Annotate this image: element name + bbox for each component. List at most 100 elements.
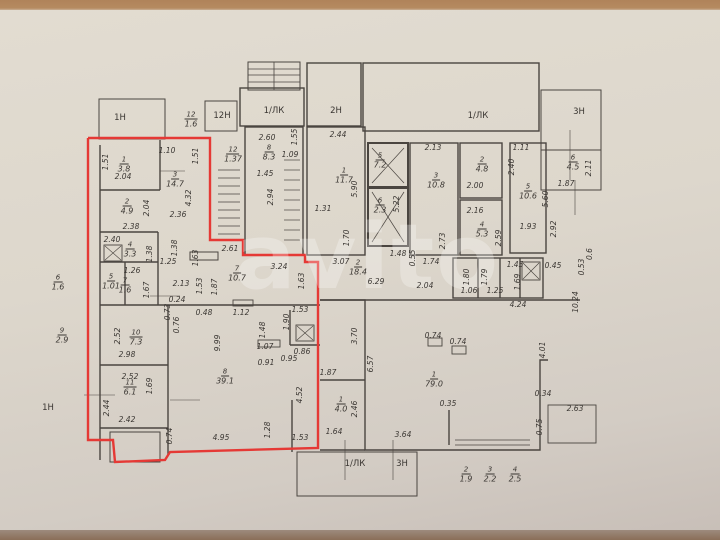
room-area: 1.6 [184,119,198,129]
dimension-label: 1.53 [291,433,309,442]
dimension-label: 1.63 [191,249,200,267]
dimension-label: 1.11 [512,143,530,152]
dimension-label: 1.53 [195,277,204,295]
dimension-label: 2.44 [329,130,347,139]
dimension-label: 6.57 [366,355,375,373]
room-area: 2.2 [483,474,497,484]
room-area: 1.6 [51,282,65,292]
room-number: 2 [122,197,132,207]
room-number: 2 [353,258,363,268]
dimension-label: 0.76 [172,316,181,334]
room-area: 2.9 [55,335,69,345]
dimension-label: 2.59 [494,229,503,247]
dimension-label: 1.90 [282,313,291,331]
room-area: 10.7 [228,273,246,283]
dimension-label: 1.87 [319,368,337,377]
dimension-label: 2.92 [549,220,558,238]
room-number: 1 [429,370,439,380]
room-number: 8 [264,143,274,153]
dimension-label: 1.67 [142,281,151,299]
dimension-label: 2.98 [118,350,136,359]
room-number: 6 [375,196,385,206]
dimension-label: 0.95 [280,354,298,363]
room-number: 12 [184,110,198,120]
room-area: 7.2 [373,160,387,170]
dimension-label: 2.40 [507,158,516,176]
room-area: 4.0 [334,404,348,414]
unit-label: 1Н [42,403,54,413]
dimension-label: 2.73 [438,232,447,250]
dimension-label: 0.73 [163,303,172,321]
room-number: 1 [339,166,349,176]
room-area: 10.8 [427,180,445,190]
dimension-label: 1.31 [314,204,332,213]
dimension-label: 1.69 [513,273,522,291]
dimension-label: 0.35 [439,399,457,408]
dimension-label: 1.07 [256,342,274,351]
room-area: 1.01 [102,281,120,291]
dimension-label: 0.75 [535,418,544,436]
unit-label: 1/ЛК [467,111,489,121]
dimension-label: 10.24 [571,291,580,313]
dimension-label: 2.13 [424,143,442,152]
room-area: 11.7 [335,175,353,185]
room-area: 2.5 [508,474,522,484]
dimension-label: 1.69 [145,377,154,395]
room-area: 3.8 [117,164,131,174]
dimension-label: 0.55 [408,249,417,267]
dimension-label: 0.45 [544,261,562,270]
room-area: 39.1 [216,376,234,386]
dimension-label: 0.24 [168,295,186,304]
unit-label: 1/ЛК [263,106,285,116]
room-number: 9 [57,326,67,336]
dimension-label: 2.60 [258,133,276,142]
dimension-label: 1.38 [170,239,179,257]
dimension-label: 3.07 [332,257,350,266]
dimension-label: 1.64 [325,427,343,436]
dimension-label: 3.64 [394,430,412,439]
room-number: 6 [568,153,578,163]
dimension-label: 4.01 [538,341,547,359]
dimension-label: 1.74 [422,257,440,266]
dimension-label: 1.87 [210,278,219,296]
room-area: 8.3 [262,152,276,162]
dimension-label: 1.48 [389,249,407,258]
room-number: 3 [170,170,180,180]
dimension-label: 2.61 [221,244,239,253]
dimension-label: 2.52 [121,372,139,381]
dimension-label: 0.6 [585,248,594,260]
dimension-label: 0.48 [195,308,213,317]
dimension-label: 1.55 [290,128,299,146]
room-area: 4.5 [566,162,580,172]
dimension-label: 2.16 [466,206,484,215]
room-number: 1 [119,155,129,165]
room-number: 12 [226,145,240,155]
dimension-label: 1.63 [297,272,306,290]
dimension-label: 6.29 [367,277,385,286]
dimension-label: 2.00 [466,181,484,190]
room-area: 4.9 [120,206,134,216]
dimension-label: 1.25 [486,286,504,295]
room-number: 3 [431,171,441,181]
dimension-label: 3.24 [270,262,288,271]
dimension-label: 4.95 [212,433,230,442]
dimension-label: 5.90 [350,180,359,198]
dimension-label: 4.32 [184,189,193,207]
dimension-label: 1.38 [145,245,154,263]
room-number: 1 [336,395,346,405]
dimension-label: 1.80 [462,268,471,286]
